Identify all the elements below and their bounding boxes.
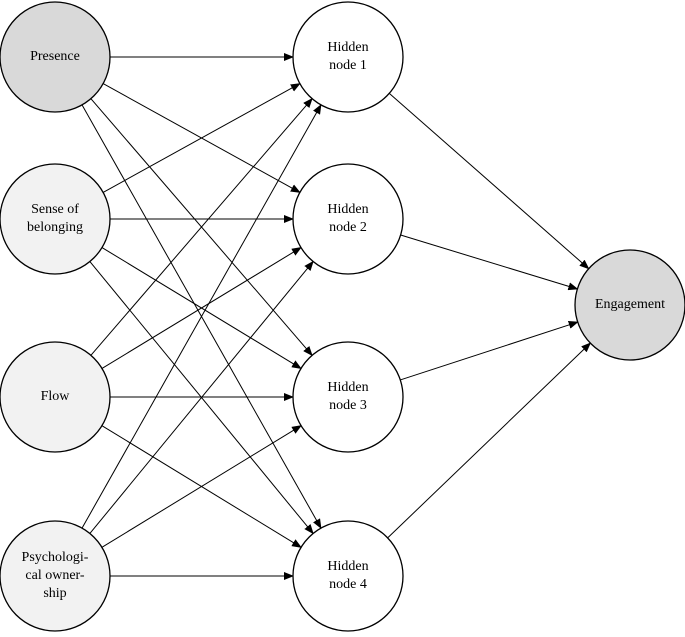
node-circle-ownership: [0, 520, 111, 632]
node-engagement: Engagement: [574, 249, 685, 361]
node-circle-belonging: [0, 163, 111, 275]
node-label-belonging: belonging: [27, 220, 83, 235]
node-circle-h4: [292, 520, 404, 632]
node-label-h1: node 1: [329, 58, 367, 73]
edge-flow-to-h2: [101, 247, 302, 369]
edge-ownership-to-h3: [101, 425, 302, 548]
node-h2: Hidden node 2: [292, 163, 404, 275]
edge-h1-to-engagement: [388, 92, 590, 270]
node-label-flow: Flow: [41, 389, 71, 404]
edge-ownership-to-h1: [81, 104, 322, 529]
edge-h2-to-engagement: [400, 234, 579, 291]
node-label-h1: Hidden: [327, 40, 368, 55]
node-circle-h3: [292, 341, 404, 453]
node-label-engagement: Engagement: [595, 297, 665, 312]
node-label-h3: node 3: [329, 398, 367, 413]
node-label-h4: Hidden: [327, 559, 368, 574]
node-label-belonging: Sense of: [31, 202, 79, 217]
node-label-ownership: cal owner-: [25, 568, 85, 583]
edge-belonging-to-h1: [102, 83, 301, 193]
node-label-presence: Presence: [30, 49, 80, 64]
node-flow: Flow: [0, 341, 111, 453]
node-h4: Hidden node 4: [292, 520, 404, 632]
node-circle-presence: [0, 1, 111, 113]
node-h1: Hidden node 1: [292, 1, 404, 113]
node-label-ownership: Psychologi-: [22, 550, 89, 565]
node-circle-flow: [0, 341, 111, 453]
node-h3: Hidden node 3: [292, 341, 404, 453]
node-label-ownership: ship: [43, 586, 66, 601]
node-label-h2: node 2: [329, 220, 367, 235]
node-ownership: Psychologi-cal owner-ship: [0, 520, 111, 632]
node-circle-h2: [292, 163, 404, 275]
node-label-h4: node 4: [329, 577, 367, 592]
node-label-h3: Hidden: [327, 380, 368, 395]
edge-h3-to-engagement: [400, 321, 579, 381]
node-circle-engagement: [574, 249, 685, 361]
node-label-h2: Hidden: [327, 202, 368, 217]
node-presence: Presence: [0, 1, 111, 113]
node-belonging: Sense of belonging: [0, 163, 111, 275]
node-circle-h1: [292, 1, 404, 113]
edge-flow-to-h1: [90, 97, 313, 356]
edge-h4-to-engagement: [387, 342, 592, 539]
edges-layer: [81, 53, 592, 580]
edge-ownership-to-h2: [89, 260, 314, 534]
